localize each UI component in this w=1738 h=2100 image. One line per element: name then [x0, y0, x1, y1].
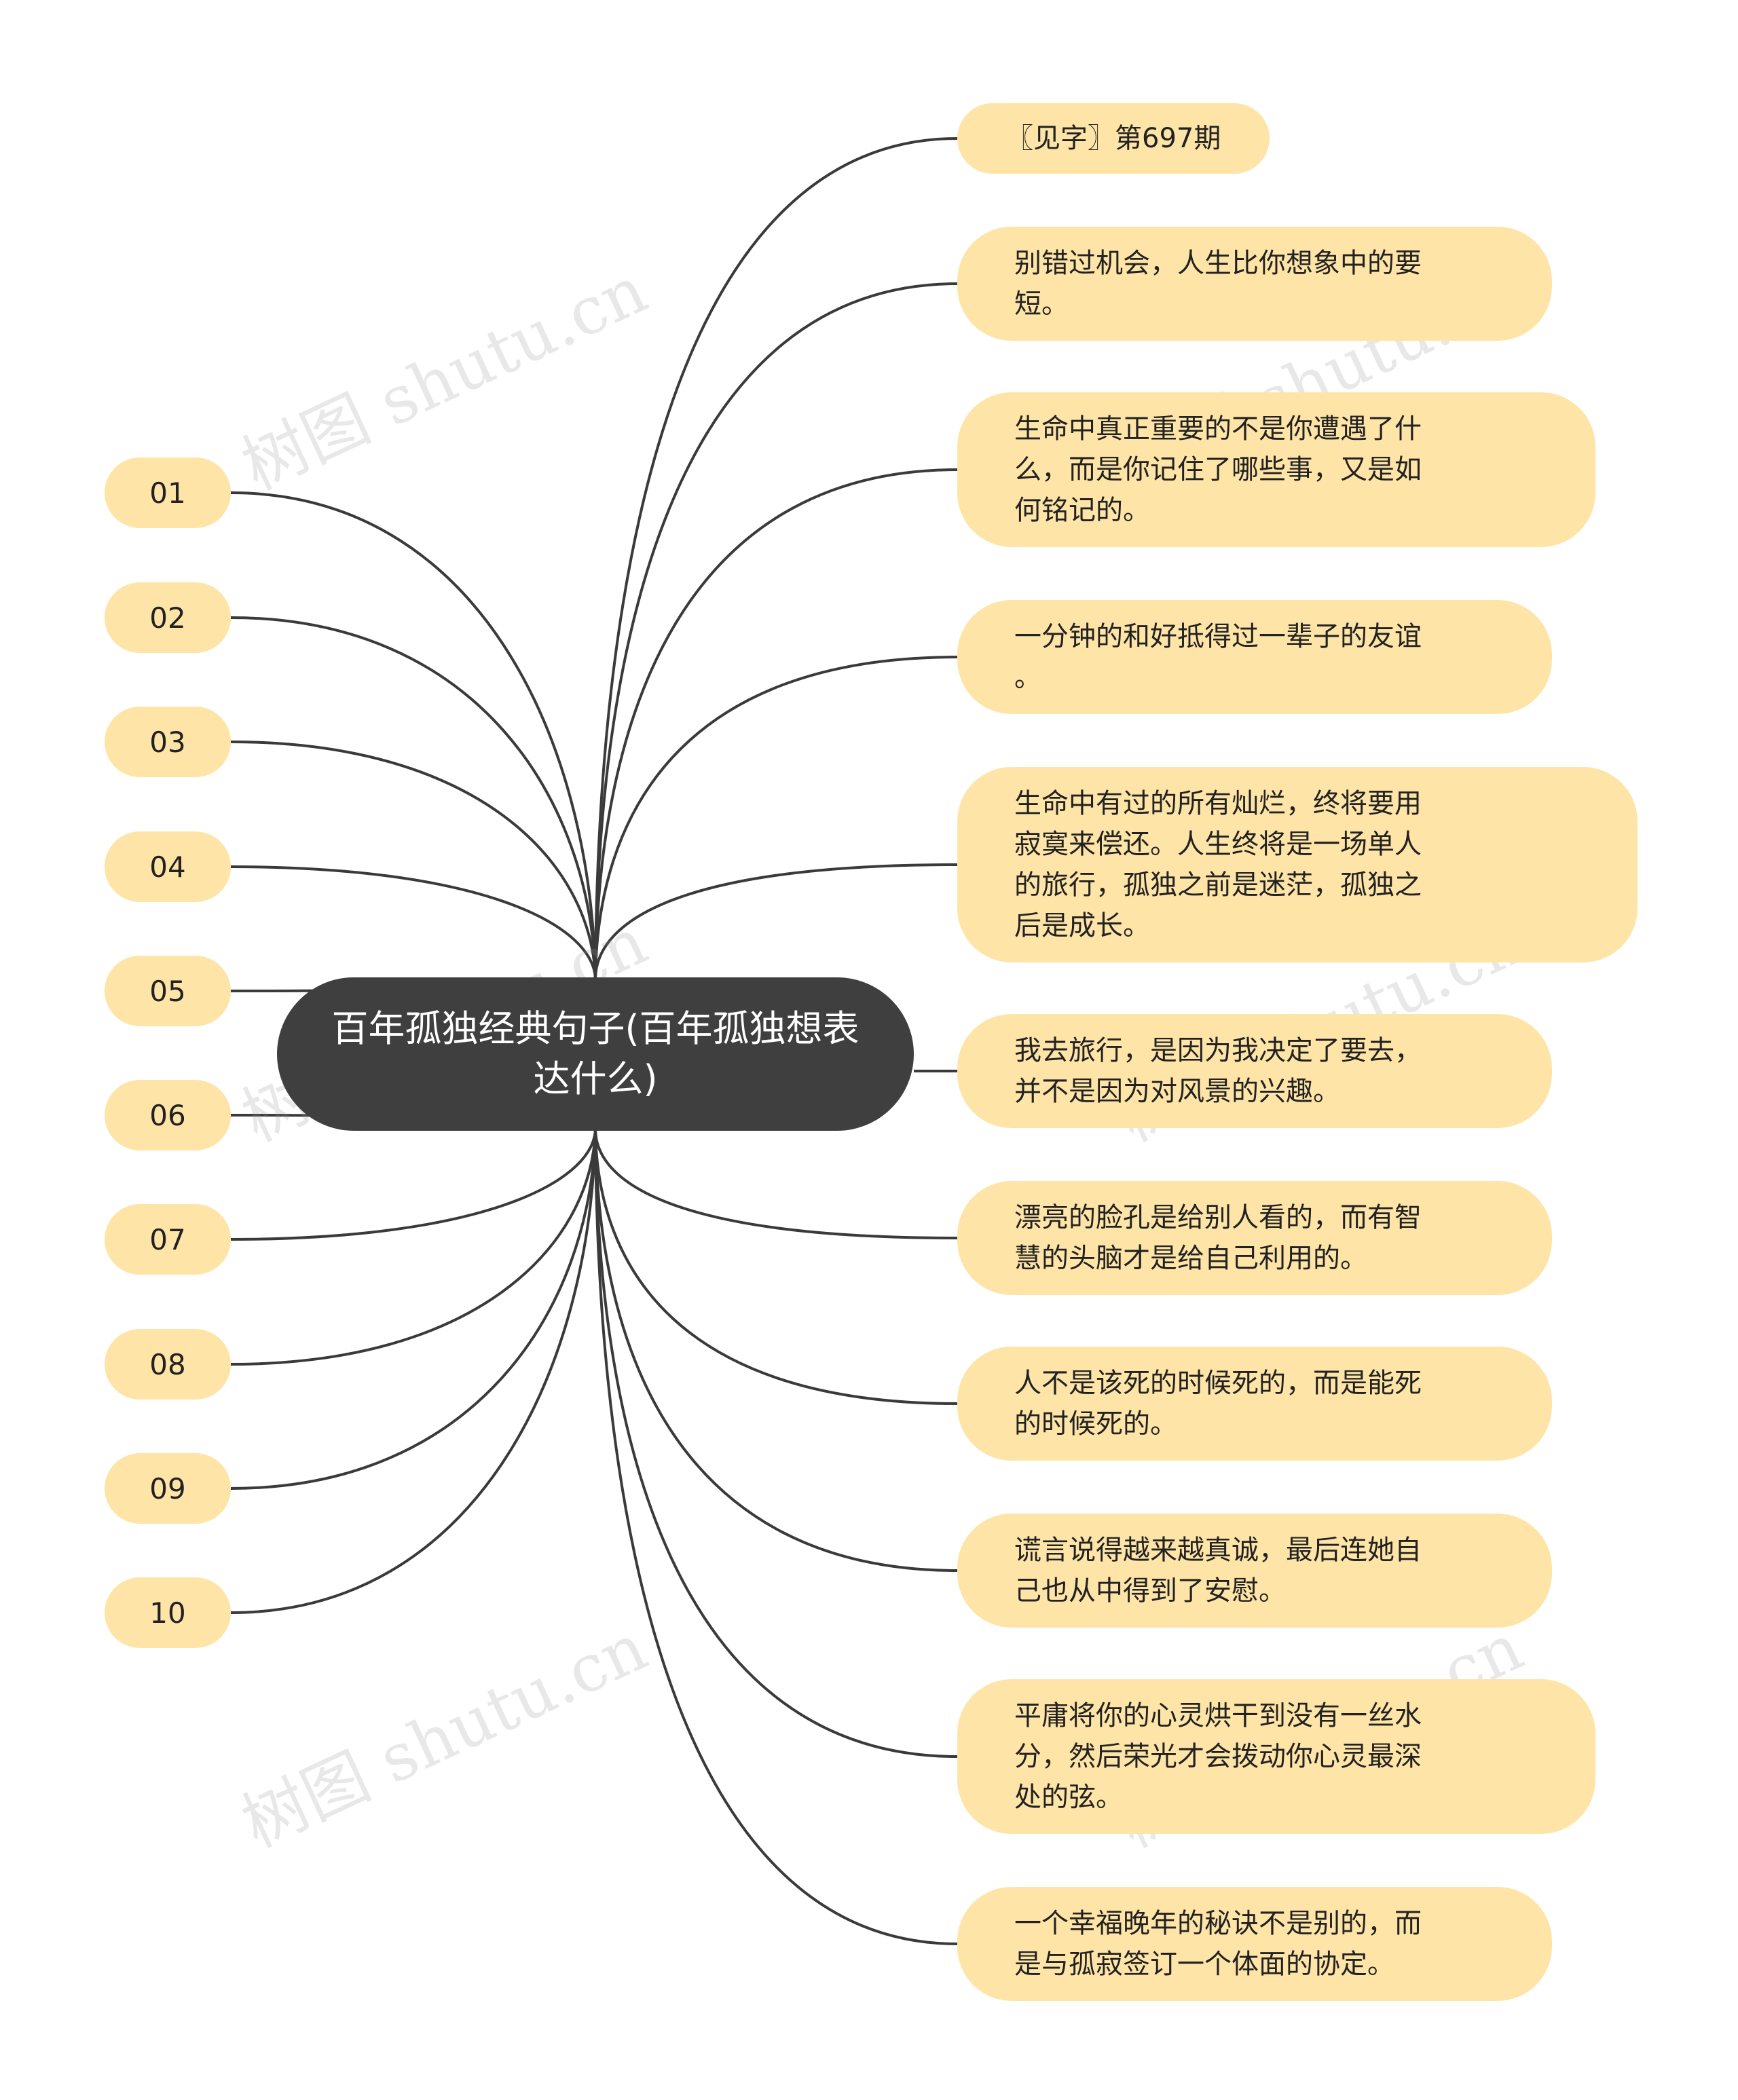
left-branch-node-10[interactable]: 10 — [105, 1577, 231, 1648]
connector-right-7 — [594, 1130, 958, 1239]
connector-left-08 — [230, 1130, 597, 1366]
root-topic-node[interactable]: 百年孤独经典句子(百年孤独想表达什么) — [277, 977, 914, 1131]
connector-left-04 — [230, 865, 597, 978]
right-branch-node-8[interactable]: 人不是该死的时候死的，而是能死 的时候死的。 — [957, 1347, 1552, 1461]
right-branch-text: 我去旅行，是因为我决定了要去， 并不是因为对风景的兴趣。 — [1014, 1035, 1422, 1107]
right-branch-text: 谎言说得越来越真诚，最后连她自 己也从中得到了安慰。 — [1014, 1535, 1422, 1607]
right-branch-node-10[interactable]: 平庸将你的心灵烘干到没有一丝水 分，然后荣光才会拨动你心灵最深 处的弦。 — [957, 1679, 1595, 1834]
right-branch-text: 平庸将你的心灵烘干到没有一丝水 分，然后荣光才会拨动你心灵最深 处的弦。 — [1014, 1700, 1422, 1813]
right-branch-node-1[interactable]: 〖见字〗第697期 — [957, 103, 1270, 174]
right-branch-text: 别错过机会，人生比你想象中的要 短。 — [1014, 248, 1422, 320]
left-branch-label: 04 — [149, 850, 186, 884]
connector-left-03 — [230, 740, 597, 978]
connector-right-9 — [594, 1130, 958, 1572]
left-branch-label: 02 — [149, 601, 186, 635]
left-branch-label: 05 — [149, 974, 186, 1008]
connector-left-10 — [230, 1130, 597, 1614]
left-branch-node-09[interactable]: 09 — [105, 1453, 231, 1524]
connector-right-8 — [594, 1130, 958, 1405]
connector-right-4 — [594, 656, 958, 978]
root-topic-label: 百年孤独经典句子(百年孤独想表达什么) — [331, 1007, 859, 1100]
right-branch-node-3[interactable]: 生命中真正重要的不是你遭遇了什 么，而是你记住了哪些事，又是如 何铭记的。 — [957, 392, 1595, 547]
right-branch-node-2[interactable]: 别错过机会，人生比你想象中的要 短。 — [957, 227, 1552, 341]
right-branch-text: 〖见字〗第697期 — [1006, 123, 1221, 154]
left-branch-node-06[interactable]: 06 — [105, 1080, 231, 1150]
left-branch-node-08[interactable]: 08 — [105, 1329, 231, 1400]
left-branch-label: 01 — [149, 476, 186, 510]
right-branch-node-6[interactable]: 我去旅行，是因为我决定了要去， 并不是因为对风景的兴趣。 — [957, 1014, 1552, 1128]
right-branch-text: 漂亮的脸孔是给别人看的，而有智 慧的头脑才是给自己利用的。 — [1014, 1202, 1422, 1274]
connector-right-5 — [594, 863, 958, 978]
right-branch-text: 生命中真正重要的不是你遭遇了什 么，而是你记住了哪些事，又是如 何铭记的。 — [1014, 413, 1422, 526]
right-branch-text: 人不是该死的时候死的，而是能死 的时候死的。 — [1014, 1368, 1422, 1440]
left-branch-label: 07 — [149, 1222, 186, 1256]
left-branch-node-02[interactable]: 02 — [105, 582, 231, 653]
left-branch-label: 03 — [149, 725, 186, 759]
right-branch-text: 一分钟的和好抵得过一辈子的友谊 。 — [1014, 621, 1422, 693]
right-branch-node-4[interactable]: 一分钟的和好抵得过一辈子的友谊 。 — [957, 600, 1552, 714]
left-branch-label: 10 — [149, 1596, 186, 1630]
connector-right-11 — [594, 1130, 958, 1945]
left-branch-node-03[interactable]: 03 — [105, 707, 231, 777]
right-branch-node-11[interactable]: 一个幸福晚年的秘诀不是别的，而 是与孤寂签订一个体面的协定。 — [957, 1887, 1552, 2001]
right-branch-text: 生命中有过的所有灿烂，终将要用 寂寞来偿还。人生终将是一场单人 的旅行，孤独之前… — [1014, 788, 1422, 941]
left-branch-label: 06 — [149, 1098, 186, 1132]
connector-left-02 — [230, 616, 597, 978]
right-branch-node-9[interactable]: 谎言说得越来越真诚，最后连她自 己也从中得到了安慰。 — [957, 1514, 1552, 1628]
connector-left-07 — [230, 1130, 597, 1241]
left-branch-node-05[interactable]: 05 — [105, 956, 231, 1026]
left-branch-label: 09 — [149, 1471, 186, 1505]
left-branch-node-01[interactable]: 01 — [105, 457, 231, 528]
right-branch-text: 一个幸福晚年的秘诀不是别的，而 是与孤寂签订一个体面的协定。 — [1014, 1908, 1422, 1980]
right-branch-node-7[interactable]: 漂亮的脸孔是给别人看的，而有智 慧的头脑才是给自己利用的。 — [957, 1181, 1552, 1295]
left-branch-node-07[interactable]: 07 — [105, 1204, 231, 1275]
connector-right-1 — [594, 137, 958, 978]
connector-left-01 — [230, 491, 597, 978]
connector-right-10 — [594, 1130, 958, 1758]
left-branch-node-04[interactable]: 04 — [105, 831, 231, 902]
left-branch-label: 08 — [149, 1347, 186, 1381]
right-branch-node-5[interactable]: 生命中有过的所有灿烂，终将要用 寂寞来偿还。人生终将是一场单人 的旅行，孤独之前… — [957, 767, 1638, 962]
connector-right-2 — [594, 282, 958, 978]
connector-right-3 — [594, 468, 958, 978]
connector-left-09 — [230, 1130, 597, 1490]
